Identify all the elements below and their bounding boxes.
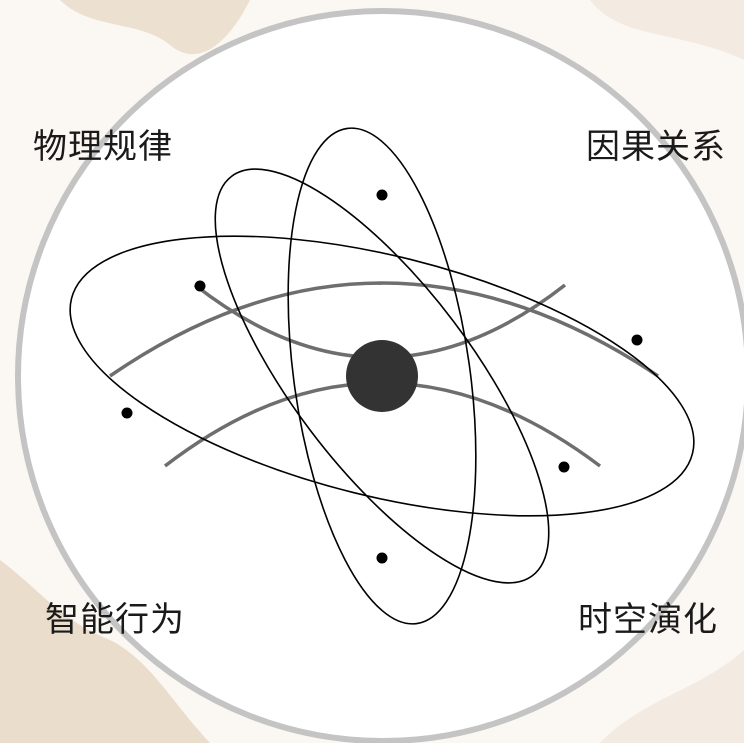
orbit-wide: [69, 235, 695, 517]
label-causal-relations: 因果关系: [586, 127, 726, 167]
orbit-vertical: [287, 127, 477, 625]
particle-bottom: [376, 552, 388, 564]
label-physical-laws: 物理规律: [33, 127, 173, 167]
nucleus: [346, 340, 418, 412]
particle-top: [376, 189, 388, 201]
label-spacetime-evolution: 时空演化: [578, 600, 718, 640]
label-intelligent-behavior: 智能行为: [45, 600, 185, 640]
orbit-diagonal: [214, 168, 550, 584]
particle-upper-left: [194, 280, 206, 292]
particle-right: [631, 334, 643, 346]
particle-lower-right: [558, 461, 570, 473]
particle-left: [121, 407, 133, 419]
upper-arc: [109, 281, 659, 378]
